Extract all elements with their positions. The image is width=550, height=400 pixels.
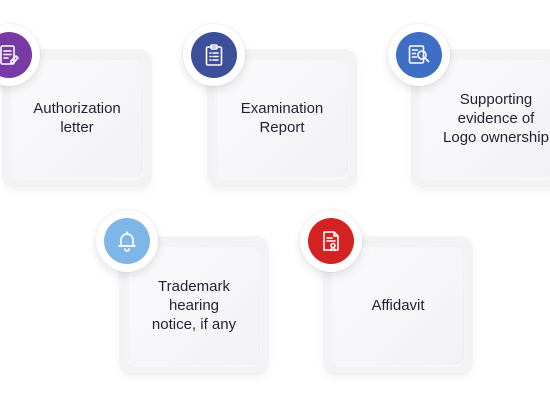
card-inner-panel <box>332 245 464 365</box>
card-inner-panel <box>420 58 550 178</box>
authorization-letter-icon <box>0 32 32 78</box>
card-authorization-letter: Authorization letter <box>3 50 151 186</box>
card-label: Trademark hearing notice, if any <box>151 277 237 333</box>
document-search-icon-badge <box>388 24 450 86</box>
card-label: Affidavit <box>371 296 425 314</box>
card-label: Supporting evidence of Logo ownership <box>443 90 549 146</box>
bell-icon <box>104 218 150 264</box>
certificate-document-icon-badge <box>300 210 362 272</box>
card-supporting-evidence: Supporting evidence of Logo ownership <box>412 50 550 186</box>
card-inner-panel <box>11 58 143 178</box>
card-label: Authorization letter <box>33 100 121 136</box>
card-inner-panel <box>216 58 348 178</box>
certificate-document-icon <box>308 218 354 264</box>
clipboard-list-icon-badge <box>183 24 245 86</box>
card-examination-report: Examination Report <box>208 50 356 186</box>
card-label: Examination Report <box>240 100 324 136</box>
card-inner-panel <box>128 245 260 365</box>
clipboard-list-icon <box>191 32 237 78</box>
document-search-icon <box>396 32 442 78</box>
bell-icon-badge <box>96 210 158 272</box>
